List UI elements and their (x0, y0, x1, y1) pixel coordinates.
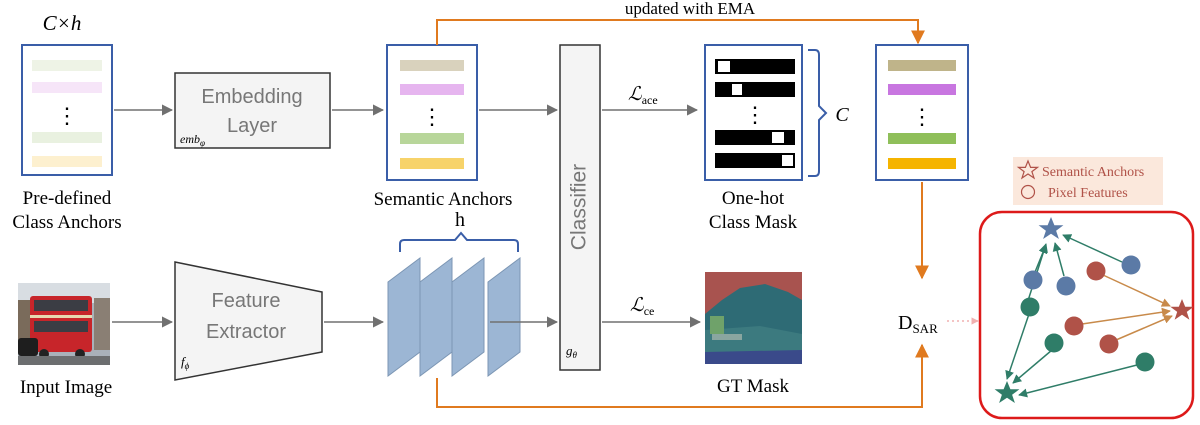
predefined-vdots: ⋮ (56, 103, 78, 128)
gt-mask-label: GT Mask (717, 376, 789, 397)
star-anchor-teal (994, 381, 1020, 403)
emb-phi-label: embφ (180, 132, 205, 148)
pixel-dot (1099, 334, 1119, 354)
ema-label: updated with EMA (625, 0, 756, 18)
embedding-label-1: Embedding (201, 86, 302, 108)
ema-update-arrow (436, 19, 925, 45)
legend-anchors-label: Semantic Anchors (1042, 165, 1144, 180)
h-brace (399, 231, 519, 252)
classifier-label: Classifier (568, 164, 591, 250)
semantic-anchors-label: Semantic Anchors (374, 189, 513, 210)
loss-ce-label: ℒce (630, 295, 654, 318)
classifier-box (559, 44, 601, 371)
semantic-vdots: ⋮ (421, 104, 443, 129)
onehot-vdots: ⋮ (744, 102, 766, 127)
f-phi-label: fϕ (181, 354, 190, 371)
c-brace (808, 49, 828, 177)
feature-space-box (978, 210, 1195, 420)
predefined-label-1: Pre-defined (23, 188, 112, 209)
g-theta-label: gθ (566, 343, 578, 360)
feature-to-dsar-arrow (436, 343, 929, 408)
embedding-label-2: Layer (227, 115, 277, 137)
pixel-dot (1135, 352, 1155, 372)
onehot-label-1: One-hot (722, 188, 785, 209)
legend-star-icon (1016, 159, 1040, 180)
feature-extractor-trapezoid (174, 261, 323, 381)
dsar-label: DSAR (898, 312, 938, 336)
semantic-anchors-box: ⋮ (386, 44, 478, 181)
ema-anchors-box: ⋮ (875, 44, 969, 181)
onehot-label-2: Class Mask (709, 212, 798, 233)
c-times-h-label: C×h (43, 11, 82, 35)
h-label: h (455, 209, 465, 231)
pixel-dot (1121, 255, 1141, 275)
legend: Semantic Anchors Pixel Features (1013, 157, 1163, 205)
pixel-dot (1020, 297, 1040, 317)
legend-circle-icon (1020, 184, 1036, 200)
star-anchor-red (1170, 299, 1194, 320)
feature-label-1: Feature (212, 290, 281, 312)
predefined-anchors-box: ⋮ (21, 44, 113, 176)
feature-label-2: Extractor (206, 321, 286, 343)
c-label: C (835, 104, 849, 126)
ema-vdots: ⋮ (911, 104, 933, 129)
predefined-label-2: Class Anchors (12, 212, 121, 233)
pixel-dot (1064, 316, 1084, 336)
pixel-dot (1056, 276, 1076, 296)
input-image-label: Input Image (20, 377, 112, 398)
feature-maps (387, 257, 521, 377)
pixel-dot (1023, 270, 1043, 290)
star-anchor-blue (1038, 217, 1064, 239)
embedding-layer-box (174, 72, 331, 149)
pixel-dot (1044, 333, 1064, 353)
loss-ace-label: ℒace (628, 84, 658, 107)
legend-pixels-label: Pixel Features (1048, 186, 1128, 201)
input-image (18, 283, 110, 365)
pixel-dot (1086, 261, 1106, 281)
onehot-mask-box: ⋮ (704, 44, 803, 181)
gt-mask-image (705, 272, 802, 364)
